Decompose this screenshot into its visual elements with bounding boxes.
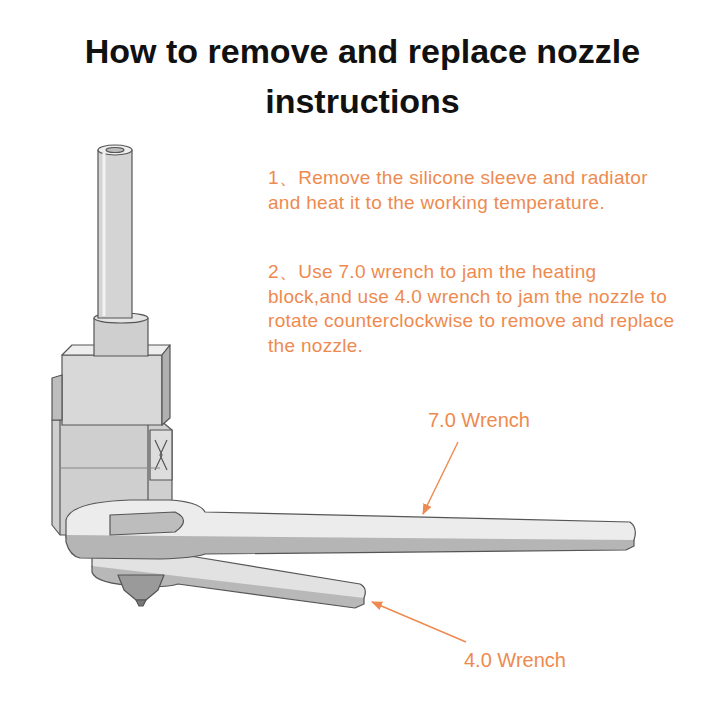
instruction-step: 1、Remove the silicone sleeve and radiato… [268,166,678,215]
part-label: 4.0 Wrench [464,648,566,672]
page-title: How to remove and replace nozzle instruc… [83,26,643,126]
instruction-step: 2、Use 7.0 wrench to jam the heating bloc… [268,260,678,358]
leader-line [372,442,466,642]
page-title-box: How to remove and replace nozzle instruc… [0,26,725,126]
part-label: 7.0 Wrench [428,408,530,432]
